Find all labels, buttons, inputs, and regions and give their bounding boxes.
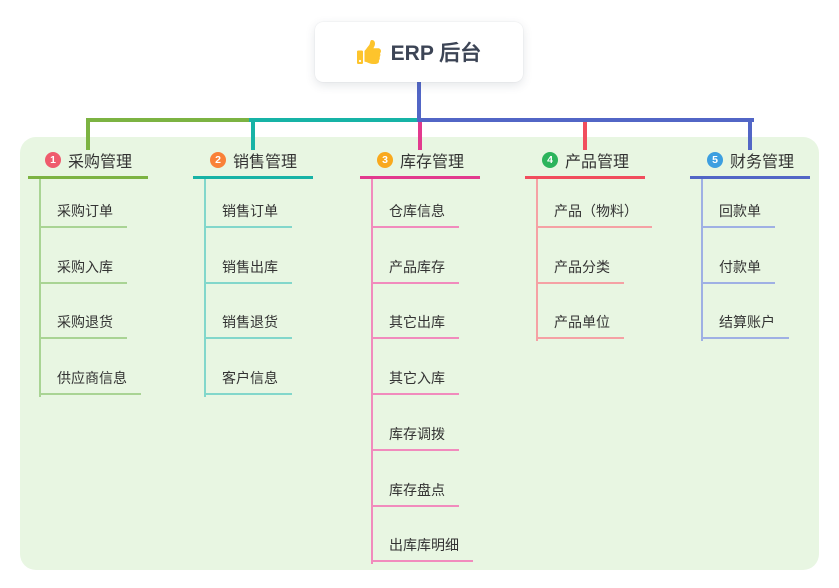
child-node[interactable]: 付款单 bbox=[701, 257, 775, 284]
child-node[interactable]: 结算账户 bbox=[701, 312, 789, 340]
child-node[interactable]: 产品单位 bbox=[536, 312, 624, 340]
root-title: ERP 后台 bbox=[390, 42, 482, 65]
connector-horizontal-mid bbox=[249, 118, 421, 122]
child-node[interactable]: 产品（物料） bbox=[536, 201, 652, 228]
branch-label: 采购管理 bbox=[68, 154, 133, 171]
branches-panel bbox=[20, 137, 819, 570]
branch-number-badge: 5 bbox=[707, 152, 723, 168]
child-node[interactable]: 销售订单 bbox=[204, 201, 292, 228]
branch-header-5[interactable]: 5 财务管理 bbox=[690, 149, 827, 171]
branch-number-badge: 3 bbox=[377, 152, 393, 168]
branch-underline bbox=[690, 176, 810, 179]
branch-header-2[interactable]: 2 销售管理 bbox=[193, 149, 330, 171]
child-node[interactable]: 采购入库 bbox=[39, 257, 127, 284]
child-node[interactable]: 客户信息 bbox=[204, 368, 292, 396]
branch-drop-line bbox=[418, 122, 422, 150]
branch-trunk-line bbox=[204, 179, 206, 398]
branch-label: 产品管理 bbox=[565, 154, 630, 171]
branch-label: 财务管理 bbox=[730, 154, 795, 171]
branch-header-4[interactable]: 4 产品管理 bbox=[525, 149, 662, 171]
child-node[interactable]: 库存调拨 bbox=[371, 424, 459, 451]
branch-underline bbox=[193, 176, 313, 179]
root-node[interactable]: ERP 后台 bbox=[315, 22, 523, 82]
child-node[interactable]: 采购订单 bbox=[39, 201, 127, 228]
branch-trunk-line bbox=[371, 179, 373, 565]
branch-header-1[interactable]: 1 采购管理 bbox=[28, 149, 165, 171]
branch-drop-line bbox=[748, 122, 752, 150]
root-stem-line bbox=[417, 82, 421, 122]
branch-underline bbox=[525, 176, 645, 179]
branch-number-badge: 1 bbox=[45, 152, 61, 168]
branch-underline bbox=[28, 176, 148, 179]
connector-horizontal-right bbox=[417, 118, 754, 122]
thumbs-up-icon bbox=[356, 40, 381, 64]
child-node[interactable]: 其它出库 bbox=[371, 312, 459, 340]
branch-drop-line bbox=[251, 122, 255, 150]
child-node[interactable]: 库存盘点 bbox=[371, 480, 459, 507]
child-node[interactable]: 采购退货 bbox=[39, 312, 127, 340]
branch-underline bbox=[360, 176, 480, 179]
child-node[interactable]: 回款单 bbox=[701, 201, 775, 228]
branch-drop-line bbox=[583, 122, 587, 150]
branch-header-3[interactable]: 3 库存管理 bbox=[360, 149, 497, 171]
branch-number-badge: 4 bbox=[542, 152, 558, 168]
branch-label: 库存管理 bbox=[400, 154, 465, 171]
child-node[interactable]: 销售退货 bbox=[204, 312, 292, 340]
connector-horizontal-left bbox=[86, 118, 253, 122]
branch-drop-line bbox=[86, 122, 90, 150]
child-node[interactable]: 其它入库 bbox=[371, 368, 459, 396]
branch-trunk-line bbox=[536, 179, 538, 342]
branch-trunk-line bbox=[701, 179, 703, 342]
branch-label: 销售管理 bbox=[233, 154, 298, 171]
branch-trunk-line bbox=[39, 179, 41, 398]
child-node[interactable]: 销售出库 bbox=[204, 257, 292, 284]
child-node[interactable]: 供应商信息 bbox=[39, 368, 141, 396]
branch-number-badge: 2 bbox=[210, 152, 226, 168]
child-node[interactable]: 仓库信息 bbox=[371, 201, 459, 228]
child-node[interactable]: 出库库明细 bbox=[371, 535, 473, 563]
child-node[interactable]: 产品库存 bbox=[371, 257, 459, 284]
child-node[interactable]: 产品分类 bbox=[536, 257, 624, 284]
